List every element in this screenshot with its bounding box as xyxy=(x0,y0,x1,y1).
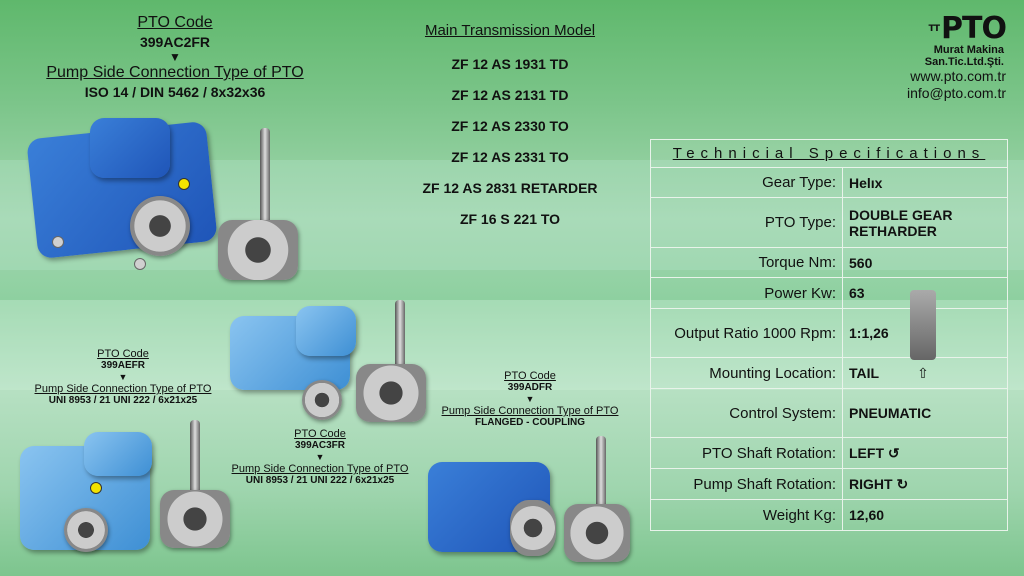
arrow-down-icon: ▼ xyxy=(118,372,128,382)
pto-code-label: PTO Code xyxy=(294,428,346,440)
company-logo: TTPTO Murat Makina San.Tic.Ltd.Şti. www.… xyxy=(906,11,1007,102)
pto-adfr-info: PTO Code 399ADFR ▼ Pump Side Connection … xyxy=(430,370,630,428)
company-name: Murat Makina xyxy=(933,44,1004,56)
spec-label: Output Ratio 1000 Rpm: xyxy=(650,308,843,358)
logo-brand: TTPTO xyxy=(928,11,1007,46)
spec-row: Pump Shaft Rotation:RIGHT ↻ xyxy=(650,468,1008,500)
spec-value: RIGHT ↻ xyxy=(842,468,1008,500)
spec-row: Power Kw:63 xyxy=(650,277,1008,309)
spec-value: Helıx xyxy=(842,167,1008,198)
spec-value: TAIL⇧ xyxy=(842,357,1008,389)
spec-row: Mounting Location:TAIL⇧ xyxy=(650,357,1008,389)
pump-side-value: ISO 14 / DIN 5462 / 8x32x36 xyxy=(84,84,266,100)
pump-side-label: Pump Side Connection Type of PTO xyxy=(46,64,304,81)
pto-code: 399AEFR xyxy=(101,360,145,371)
pump-side-label: Pump Side Connection Type of PTO xyxy=(441,405,619,417)
truck-icon xyxy=(910,290,936,360)
spec-value: LEFT ↺ xyxy=(842,437,1008,469)
spec-label: Gear Type: xyxy=(650,167,843,198)
spec-label: Pump Shaft Rotation: xyxy=(650,468,843,500)
spec-label: Torque Nm: xyxy=(650,247,843,278)
spec-row: Output Ratio 1000 Rpm:1:1,26 xyxy=(650,308,1008,358)
website-link[interactable]: www.pto.com.tr xyxy=(910,68,1006,84)
transmission-model: ZF 12 AS 2131 TD xyxy=(451,87,569,103)
main-pto-info: PTO Code 399AC2FR ▼ Pump Side Connection… xyxy=(20,14,330,100)
logo-prefix: TT xyxy=(928,24,940,34)
pto-ac3fr-info: PTO Code 399AC3FR ▼ Pump Side Connection… xyxy=(220,428,420,486)
pump-side-value: FLANGED - COUPLING xyxy=(475,417,585,428)
pto-code-label: PTO Code xyxy=(137,14,213,31)
pump-side-value: UNI 8953 / 21 UNI 222 / 6x21x25 xyxy=(48,395,198,406)
transmission-title: Main Transmission Model xyxy=(424,22,596,39)
spec-label: Control System: xyxy=(650,388,843,438)
company-suffix: San.Tic.Ltd.Şti. xyxy=(924,56,1004,68)
arrow-down-icon: ▼ xyxy=(169,50,181,64)
spec-row: Torque Nm:560 xyxy=(650,247,1008,278)
spec-label: Power Kw: xyxy=(650,277,843,309)
email-link[interactable]: info@pto.com.tr xyxy=(906,85,1006,101)
arrow-up-icon: ⇧ xyxy=(917,364,929,381)
pump-side-value: UNI 8953 / 21 UNI 222 / 6x21x25 xyxy=(245,475,395,486)
arrow-down-icon: ▼ xyxy=(315,452,325,462)
spec-value: 12,60 xyxy=(842,499,1008,531)
transmission-model: ZF 12 AS 2330 TO xyxy=(451,118,569,134)
spec-label: PTO Shaft Rotation: xyxy=(650,437,843,469)
spec-row: PTO Type:DOUBLE GEAR RETHARDER xyxy=(650,197,1008,248)
pto-aefr-info: PTO Code 399AEFR ▼ Pump Side Connection … xyxy=(18,348,228,406)
spec-row: PTO Shaft Rotation:LEFT ↺ xyxy=(650,437,1008,469)
spec-value: 560 xyxy=(842,247,1008,278)
pto-code: 399AC2FR xyxy=(139,34,211,50)
spec-row: Control System:PNEUMATIC xyxy=(650,388,1008,438)
spec-value: DOUBLE GEAR RETHARDER xyxy=(842,197,1008,248)
transmission-models: Main Transmission Model ZF 12 AS 1931 TD… xyxy=(390,22,630,235)
transmission-model: ZF 12 AS 2331 TO xyxy=(451,149,569,165)
spec-row: Gear Type:Helıx xyxy=(650,167,1008,198)
pto-code: 399ADFR xyxy=(507,382,553,393)
pto-code: 399AC3FR xyxy=(294,440,346,451)
transmission-model: ZF 16 S 221 TO xyxy=(459,211,561,227)
spec-row: Weight Kg:12,60 xyxy=(650,499,1008,531)
spec-label: PTO Type: xyxy=(650,197,843,248)
arrow-down-icon: ▼ xyxy=(525,394,535,404)
pto-code-label: PTO Code xyxy=(504,370,556,382)
specs-table: Technicial Specifications Gear Type:Helı… xyxy=(650,139,1008,531)
spec-value: PNEUMATIC xyxy=(842,388,1008,438)
transmission-model: ZF 12 AS 1931 TD xyxy=(451,56,569,72)
pto-code-label: PTO Code xyxy=(97,348,149,360)
spec-label: Mounting Location: xyxy=(650,357,843,389)
transmission-model: ZF 12 AS 2831 RETARDER xyxy=(422,180,598,196)
spec-label: Weight Kg: xyxy=(650,499,843,531)
specs-title: Technicial Specifications xyxy=(650,139,1008,168)
pump-side-label: Pump Side Connection Type of PTO xyxy=(34,383,212,395)
pump-side-label: Pump Side Connection Type of PTO xyxy=(231,463,409,475)
